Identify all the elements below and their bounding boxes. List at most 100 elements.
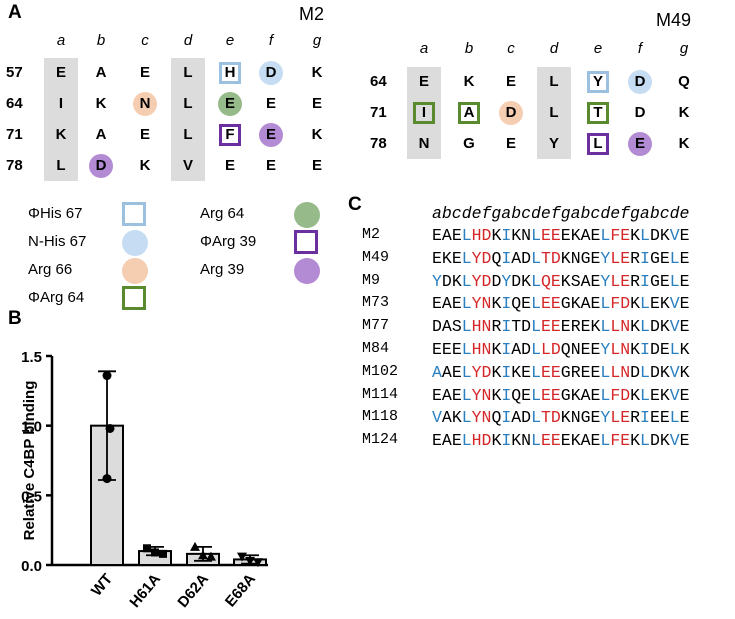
m2-residue: F bbox=[225, 126, 235, 143]
m49-marker-1-1 bbox=[458, 102, 480, 124]
x-tick-label: E68A bbox=[222, 571, 259, 611]
m2-residue: E bbox=[311, 157, 322, 174]
m2-marker-0-5 bbox=[259, 61, 283, 85]
alignment-row-sequence: EAELHDKIKNLEEEKAELFEKLDKVE bbox=[432, 226, 690, 245]
m49-residue: K bbox=[678, 135, 690, 152]
alignment-row-sequence: EKELYDQIADLTDKNGEYLERIGELE bbox=[432, 248, 690, 268]
alignment-row-name: M9 bbox=[362, 271, 381, 289]
m2-marker-0-4 bbox=[219, 62, 241, 84]
m2-residue: K bbox=[55, 126, 67, 143]
m49-residue: E bbox=[634, 135, 645, 152]
m2-col-g: g bbox=[312, 32, 322, 49]
m49-marker-1-2 bbox=[499, 101, 523, 125]
m2-residue: E bbox=[265, 126, 276, 143]
data-point bbox=[245, 556, 255, 566]
m49-gray-band-d bbox=[537, 67, 571, 159]
m49-marker-1-0 bbox=[413, 102, 435, 124]
m49-col-d: d bbox=[549, 40, 559, 57]
m2-residue: E bbox=[224, 95, 235, 112]
m49-col-f: f bbox=[637, 40, 643, 57]
data-point bbox=[143, 544, 151, 553]
m49-residue: D bbox=[634, 73, 646, 90]
legend-square-icon bbox=[122, 202, 146, 226]
m2-residue: A bbox=[95, 64, 107, 81]
m2-residue: E bbox=[311, 95, 322, 112]
m2-marker-1-4 bbox=[218, 92, 242, 116]
x-tick-label: H61A bbox=[126, 571, 164, 611]
m49-residue: E bbox=[418, 73, 429, 90]
m2-residue: V bbox=[182, 157, 193, 174]
legend-square-icon bbox=[122, 286, 146, 310]
m49-residue: D bbox=[634, 104, 646, 121]
m49-residue: D bbox=[505, 104, 517, 121]
legend-circle-icon bbox=[122, 258, 148, 284]
m49-residue: L bbox=[549, 73, 559, 90]
panel-label-b: B bbox=[8, 308, 22, 329]
m2-residue: E bbox=[265, 95, 276, 112]
m49-gray-band-a bbox=[407, 67, 441, 159]
x-tick-label: D62A bbox=[174, 571, 212, 611]
m49-residue: L bbox=[549, 104, 559, 121]
alignment-row-name: M77 bbox=[362, 317, 390, 335]
m49-residue: K bbox=[463, 73, 475, 90]
legend-label: ΦArg 64 bbox=[28, 289, 85, 306]
m2-col-c: c bbox=[141, 32, 149, 49]
m49-residue: K bbox=[678, 104, 690, 121]
panel-label-c: C bbox=[348, 194, 362, 215]
m2-marker-2-5 bbox=[259, 123, 283, 147]
data-point bbox=[151, 548, 159, 557]
alignment-row-sequence: VAKLYNQIADLTDKNGEYLERIEELE bbox=[432, 408, 690, 428]
alignment-row-name: M118 bbox=[362, 408, 399, 426]
m49-residue: L bbox=[593, 135, 603, 152]
m2-title: M2 bbox=[299, 4, 325, 24]
m2-col-d: d bbox=[183, 32, 193, 49]
legend-label: Arg 64 bbox=[200, 205, 245, 222]
m49-residue: A bbox=[463, 104, 475, 121]
m2-residue: L bbox=[183, 126, 193, 143]
m49-residue: Y bbox=[548, 135, 559, 152]
alignment-row-name: M114 bbox=[362, 385, 399, 403]
alignment-row-sequence: EAELYNKIQELEEGKAELFDKLEKVE bbox=[432, 294, 690, 314]
y-tick-label: 0.0 bbox=[21, 558, 42, 575]
m49-title: M49 bbox=[656, 10, 692, 30]
alignment-row-name: M49 bbox=[362, 248, 390, 266]
m2-residue: L bbox=[183, 95, 193, 112]
m49-col-g: g bbox=[679, 40, 689, 57]
m2-residue: A bbox=[95, 126, 107, 143]
m49-residue: T bbox=[593, 104, 603, 121]
m49-col-b: b bbox=[464, 40, 474, 57]
alignment-row-sequence: EAELHDKIKNLEEEKAELFEKLDKVE bbox=[432, 431, 690, 451]
m2-residue: E bbox=[55, 64, 66, 81]
legend-label: Arg 66 bbox=[28, 261, 73, 278]
m2-row-number: 57 bbox=[6, 64, 23, 81]
legend-circle-icon bbox=[294, 202, 320, 228]
alignment-row-sequence: EEELHNKIADLLDQNEEYLNKIDELK bbox=[432, 340, 690, 359]
m49-col-e: e bbox=[593, 40, 603, 57]
legend-label: N-His 67 bbox=[28, 233, 87, 250]
panel-label-a: A bbox=[8, 2, 22, 23]
data-point bbox=[206, 551, 216, 561]
alignment-row-name: M2 bbox=[362, 226, 381, 243]
alignment-row-name: M73 bbox=[362, 294, 390, 312]
m2-residue: E bbox=[139, 126, 150, 143]
m2-col-e: e bbox=[225, 32, 235, 49]
legend-circle-icon bbox=[294, 258, 320, 284]
m2-col-a: a bbox=[56, 32, 66, 49]
m49-marker-2-4 bbox=[587, 133, 609, 155]
m2-residue: E bbox=[139, 64, 150, 81]
legend-label: ΦHis 67 bbox=[28, 205, 83, 222]
m2-residue: K bbox=[95, 95, 107, 112]
m2-col-f: f bbox=[268, 32, 274, 49]
m49-row-number: 78 bbox=[370, 135, 387, 152]
m2-marker-1-2 bbox=[133, 92, 157, 116]
m2-residue: K bbox=[311, 126, 323, 143]
m2-residue: K bbox=[311, 64, 323, 81]
m2-residue: E bbox=[265, 157, 276, 174]
m49-residue: Y bbox=[592, 73, 603, 90]
alignment-row-sequence: DASLHNRITDLEEEREKLLNKLDKVE bbox=[432, 317, 690, 337]
m2-marker-2-4 bbox=[219, 124, 241, 146]
m49-residue: Q bbox=[678, 73, 690, 90]
m2-residue: D bbox=[265, 64, 277, 81]
m49-marker-0-5 bbox=[628, 70, 652, 94]
